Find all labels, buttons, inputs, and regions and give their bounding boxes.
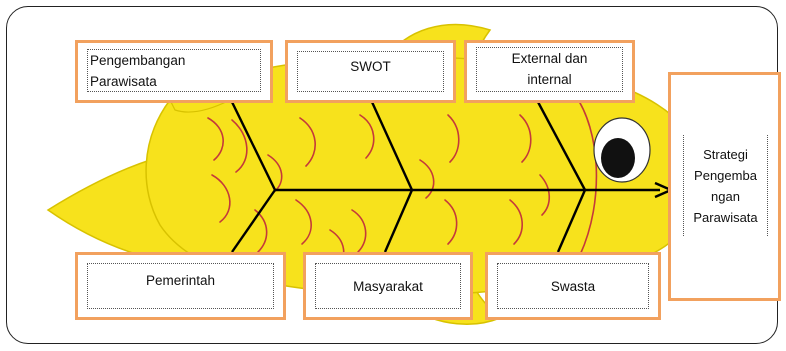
- fish-gill: [574, 94, 598, 256]
- bone-bottom-3: [556, 189, 587, 253]
- cause-box-masyarakat: Masyarakat: [303, 252, 473, 320]
- effect-box-strategi: Strategi Pengemba ngan Parawisata: [668, 72, 781, 301]
- bone-bottom-1: [231, 189, 276, 253]
- cause-box-swot: SWOT: [285, 40, 456, 103]
- cause-label: Masyarakat: [315, 263, 461, 309]
- cause-box-swasta: Swasta: [485, 252, 661, 320]
- bone-top-1: [230, 101, 277, 191]
- bone-top-2: [370, 101, 414, 191]
- cause-label: Pemerintah: [87, 263, 274, 309]
- cause-label: External dan internal: [476, 47, 623, 92]
- fishbone-lines: [230, 101, 660, 253]
- cause-box-pemerintah: Pemerintah: [75, 252, 286, 320]
- cause-box-external: External dan internal: [464, 40, 635, 103]
- cause-label: Swasta: [497, 263, 649, 309]
- fish-scales: [207, 114, 551, 269]
- fish-pupil: [601, 138, 635, 178]
- cause-label: Pengembangan Parawisata: [87, 49, 261, 92]
- bone-top-3: [536, 101, 587, 191]
- cause-box-pengembangan: Pengembangan Parawisata: [75, 40, 273, 103]
- cause-label: SWOT: [297, 51, 444, 92]
- effect-label: Strategi Pengemba ngan Parawisata: [683, 135, 768, 236]
- bone-bottom-2: [383, 189, 414, 253]
